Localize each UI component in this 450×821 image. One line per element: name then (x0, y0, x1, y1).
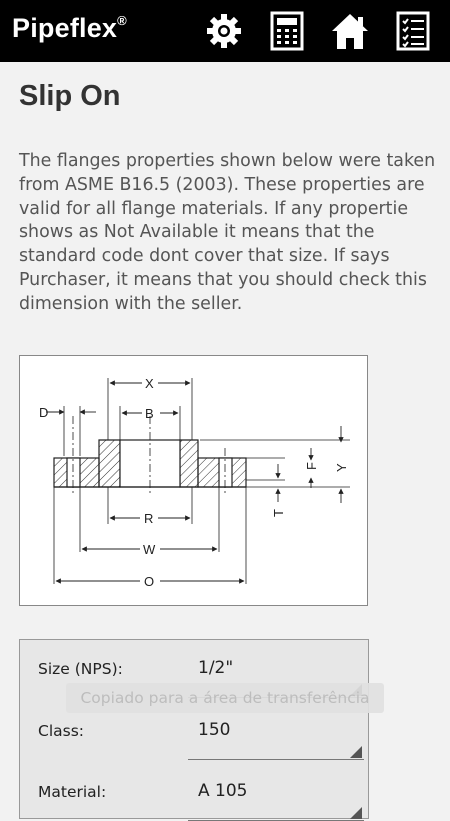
dim-label-r: R (144, 511, 153, 526)
class-spinner[interactable]: 150 (188, 720, 364, 760)
calculator-icon[interactable] (267, 11, 307, 51)
toast-message: Copiado para a área de transferência (66, 683, 384, 713)
flange-diagram: X B D R W O F Y T (19, 355, 368, 606)
dim-label-o: O (144, 574, 154, 589)
dim-label-d: D (39, 405, 48, 420)
checklist-icon[interactable] (393, 11, 433, 51)
app-brand: Pipeflex® (12, 13, 127, 43)
top-bar: Pipeflex® (0, 0, 450, 62)
dropdown-arrow-icon (350, 807, 362, 819)
size-label: Size (NPS): (38, 660, 123, 678)
dropdown-arrow-icon (350, 746, 362, 758)
dim-label-x: X (145, 376, 154, 391)
selection-form: Size (NPS): 1/2" Class: 150 Material: A … (19, 639, 369, 821)
home-icon[interactable] (330, 11, 370, 51)
dim-label-w: W (143, 542, 156, 557)
class-label: Class: (38, 722, 85, 740)
registered-mark: ® (117, 13, 127, 28)
page-title: Slip On (19, 80, 121, 112)
dim-label-y: Y (334, 463, 349, 472)
dim-label-t: T (271, 509, 286, 517)
size-value: 1/2" (198, 658, 234, 678)
class-value: 150 (198, 720, 231, 740)
class-underline (188, 759, 364, 760)
material-spinner[interactable]: A 105 (188, 781, 364, 821)
material-label: Material: (38, 783, 107, 801)
material-value: A 105 (198, 781, 248, 801)
description-text: The flanges properties shown below were … (19, 151, 436, 314)
dim-label-b: B (145, 406, 154, 421)
gear-icon[interactable] (204, 11, 244, 51)
dim-label-f: F (304, 462, 319, 470)
